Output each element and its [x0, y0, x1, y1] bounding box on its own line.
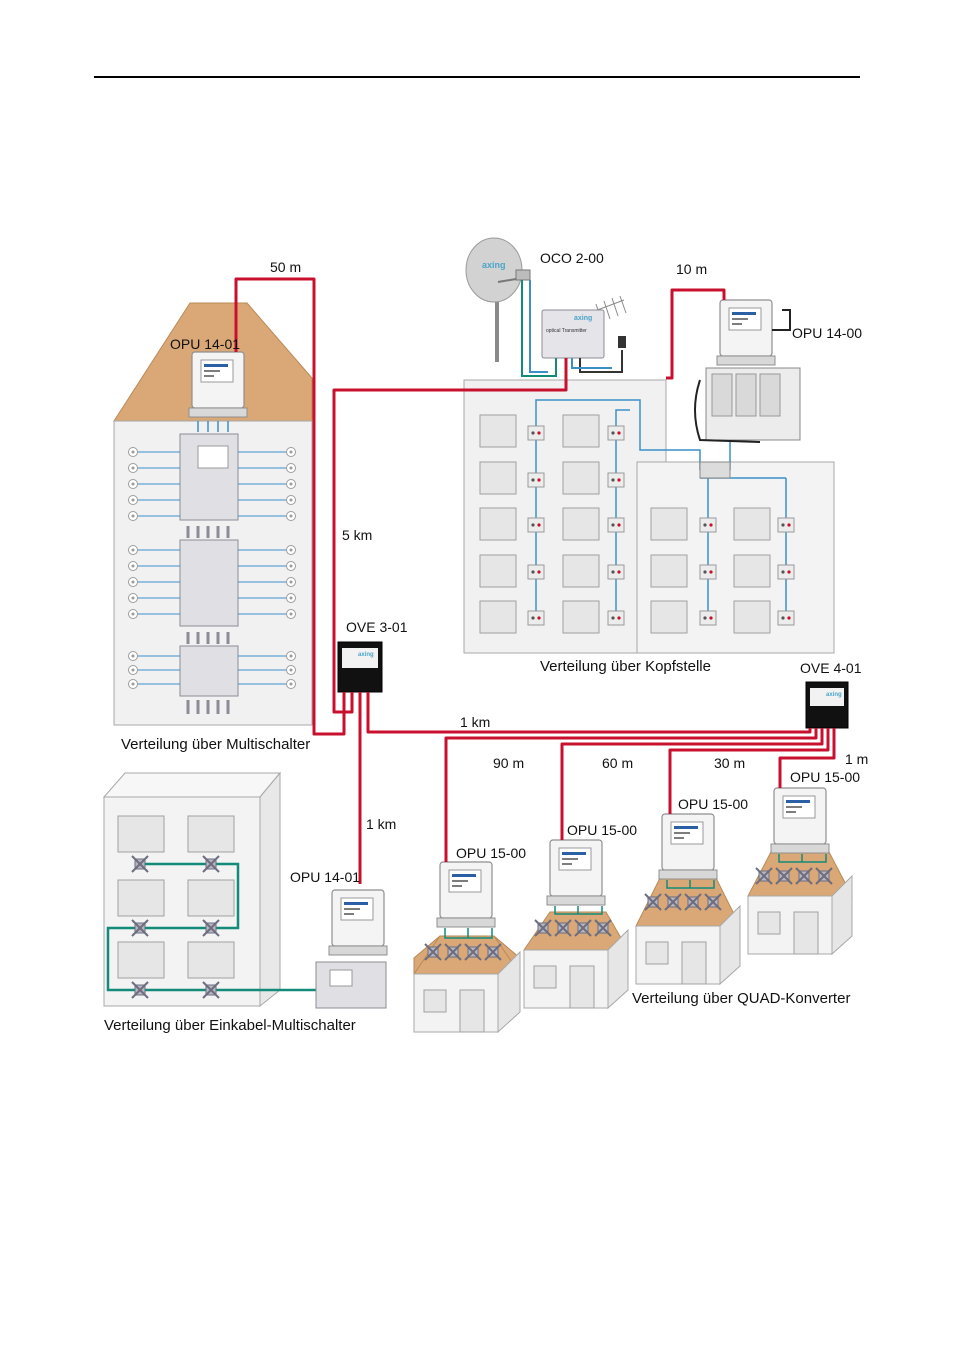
caption-einkabel: Verteilung über Einkabel-Multischalter: [104, 1017, 356, 1034]
house-4: [747, 787, 853, 956]
label-dist-60m: 60 m: [602, 755, 633, 771]
label-dist-1km-v: 1 km: [366, 816, 396, 832]
label-opu-h1: OPU 15-00: [456, 845, 526, 861]
label-dist-10m: 10 m: [676, 261, 707, 277]
kopfstelle-building: axing axing optical Transmitter: [463, 237, 835, 654]
house-3: [635, 813, 741, 986]
caption-kopfstelle: Verteilung über Kopfstelle: [540, 658, 711, 675]
satellite-dish: axing: [465, 237, 531, 362]
label-oco: OCO 2-00: [540, 250, 604, 266]
caption-quad: Verteilung über QUAD-Konverter: [632, 990, 850, 1007]
oco-caption-text: optical Transmitter: [546, 328, 587, 334]
label-opu-einkabel: OPU 14-01: [290, 869, 360, 885]
opu-head-device: [716, 299, 776, 366]
opu-einkabel-device: [328, 889, 388, 956]
caption-multischalter: Verteilung über Multischalter: [121, 736, 310, 753]
ove4-splitter: axing: [805, 681, 849, 729]
opu-roof-device: [188, 351, 248, 418]
label-dist-30m: 30 m: [714, 755, 745, 771]
label-ove4: OVE 4-01: [800, 660, 862, 676]
label-opu-roof: OPU 14-01: [170, 336, 240, 352]
ove3-splitter: axing: [337, 641, 383, 693]
dish-logo-text: axing: [482, 260, 506, 270]
ove3-logo-text: axing: [358, 652, 374, 658]
label-dist-1km-h: 1 km: [460, 714, 490, 730]
ove4-logo-text: axing: [826, 692, 842, 698]
label-ove3: OVE 3-01: [346, 619, 408, 635]
label-opu-h4: OPU 15-00: [790, 769, 860, 785]
headend-cassette: [694, 367, 801, 443]
multischalter-building: [113, 302, 313, 726]
label-dist-50m: 50 m: [270, 259, 301, 275]
house-1: [413, 861, 521, 1034]
oco-logo-text: axing: [574, 315, 592, 322]
label-opu-h3: OPU 15-00: [678, 796, 748, 812]
oco-transmitter-device: axing optical Transmitter: [541, 309, 626, 359]
label-opu-h2: OPU 15-00: [567, 822, 637, 838]
label-opu-head: OPU 14-00: [792, 325, 862, 341]
house-2: [523, 839, 629, 1010]
fiber-lines: [234, 277, 836, 884]
label-dist-5km: 5 km: [342, 527, 372, 543]
label-dist-90m: 90 m: [493, 755, 524, 771]
label-dist-1m: 1 m: [845, 751, 868, 767]
einkabel-building: [102, 771, 388, 1009]
